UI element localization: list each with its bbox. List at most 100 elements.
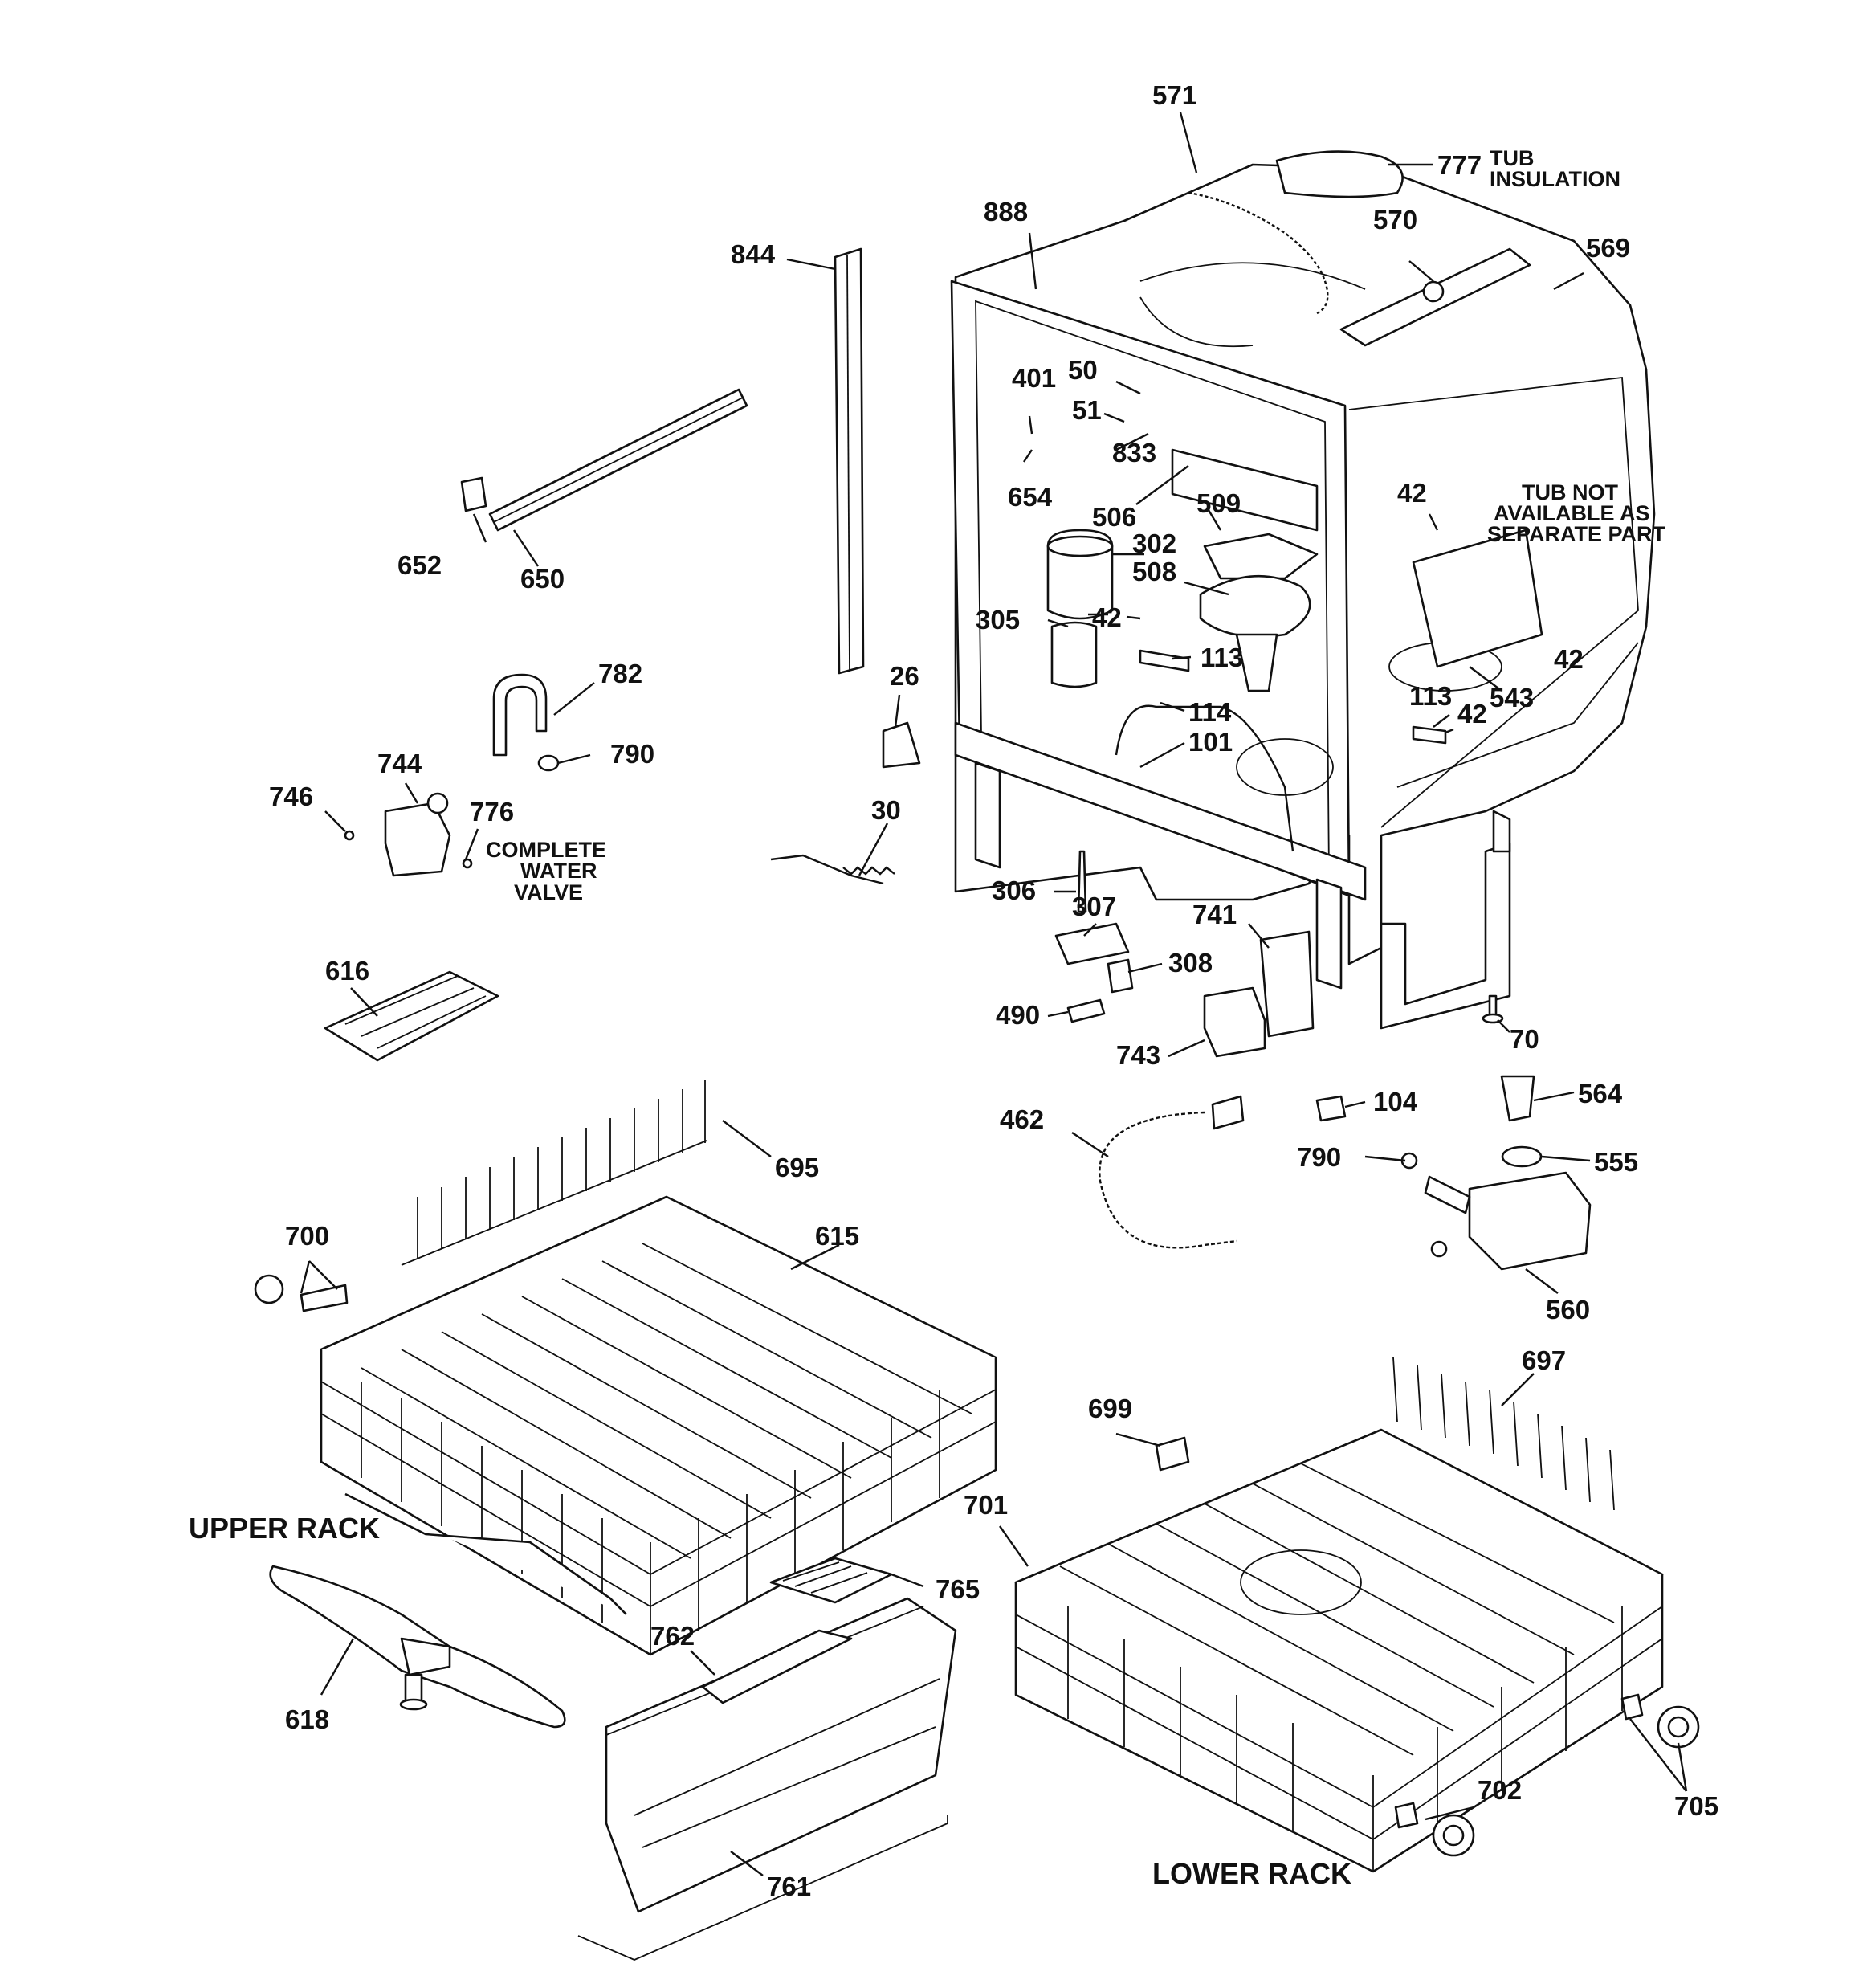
callout-113-b: 113 xyxy=(1409,681,1452,711)
callout-746: 746 xyxy=(269,782,313,811)
lower-rack-assembly xyxy=(1014,1357,1700,1873)
callout-26: 26 xyxy=(890,661,919,691)
callout-888: 888 xyxy=(984,197,1028,227)
callout-777: 777 xyxy=(1437,150,1482,180)
callout-labels: 571 777 888 570 569 844 401 50 51 833 65… xyxy=(269,80,1718,1901)
callout-555: 555 xyxy=(1594,1147,1638,1177)
callout-42-b: 42 xyxy=(1092,602,1122,632)
part-104 xyxy=(1315,1095,1347,1122)
switch-307 xyxy=(1054,922,1130,965)
callout-705: 705 xyxy=(1674,1791,1718,1821)
o-ring-555 xyxy=(1501,1145,1543,1168)
callout-699: 699 xyxy=(1088,1394,1132,1423)
callout-564: 564 xyxy=(1578,1079,1623,1108)
callout-618: 618 xyxy=(285,1704,329,1734)
callout-104: 104 xyxy=(1373,1087,1418,1116)
callout-782: 782 xyxy=(598,659,642,688)
note-tub-insulation-2: INSULATION xyxy=(1490,167,1620,191)
callout-306: 306 xyxy=(992,876,1036,905)
upper-rack-wires xyxy=(320,1243,997,1631)
callout-560: 560 xyxy=(1546,1295,1590,1325)
box-743 xyxy=(1203,986,1266,1058)
callout-302: 302 xyxy=(1132,529,1176,558)
door-spring xyxy=(770,854,884,885)
callout-652: 652 xyxy=(397,550,442,580)
clip-699 xyxy=(1155,1436,1190,1472)
section-titles: UPPER RACK LOWER RACK xyxy=(189,1512,1351,1890)
clip-26 xyxy=(882,721,921,769)
callout-697: 697 xyxy=(1522,1345,1566,1375)
bolt-306 xyxy=(1077,850,1087,913)
callout-761: 761 xyxy=(767,1872,811,1901)
bracket-741 xyxy=(1259,930,1315,1038)
door-gasket-strip xyxy=(834,247,865,675)
leader-lines xyxy=(300,112,1688,1876)
callout-51: 51 xyxy=(1072,395,1102,425)
callout-615: 615 xyxy=(815,1221,859,1251)
callout-654: 654 xyxy=(1008,482,1053,512)
silverware-basket xyxy=(605,1597,957,1913)
callout-401: 401 xyxy=(1012,363,1056,393)
callout-101: 101 xyxy=(1188,727,1233,757)
callout-543: 543 xyxy=(1490,683,1534,712)
callout-765: 765 xyxy=(936,1574,980,1604)
callout-741: 741 xyxy=(1192,900,1237,929)
leveling-leg xyxy=(1488,994,1498,1018)
drain-hose xyxy=(1099,1111,1237,1249)
pump-560 xyxy=(1468,1171,1592,1271)
callout-42-d: 42 xyxy=(1457,699,1487,729)
callout-308: 308 xyxy=(1168,948,1213,978)
clip-652 xyxy=(460,476,487,512)
callout-508: 508 xyxy=(1132,557,1176,586)
callout-114: 114 xyxy=(1188,697,1232,727)
callout-833: 833 xyxy=(1112,438,1156,467)
lower-rack-title: LOWER RACK xyxy=(1152,1857,1351,1890)
callout-701: 701 xyxy=(964,1490,1008,1520)
note-tub-1: TUB NOT xyxy=(1522,480,1618,504)
note-valve-2: WATER xyxy=(520,859,597,883)
manifold-616 xyxy=(324,970,499,1062)
note-tub-2: AVAILABLE AS xyxy=(1494,501,1650,525)
callout-776: 776 xyxy=(470,797,514,827)
note-valve-1: COMPLETE xyxy=(486,838,606,862)
callout-650: 650 xyxy=(520,564,565,594)
switch-308 xyxy=(1107,958,1134,994)
rack-roller-700 xyxy=(254,1274,284,1304)
callout-743: 743 xyxy=(1116,1040,1160,1070)
note-tub-3: SEPARATE PART xyxy=(1487,522,1666,546)
tub-assembly xyxy=(950,150,1656,1030)
callout-570: 570 xyxy=(1373,205,1417,235)
callout-509: 509 xyxy=(1196,488,1241,518)
upper-rack-assembly xyxy=(254,1080,997,1961)
note-valve-3: VALVE xyxy=(514,880,583,904)
diagram-notes: TUB INSULATION TUB NOT AVAILABLE AS SEPA… xyxy=(486,146,1666,904)
lower-rack-wires xyxy=(1015,1463,1663,1841)
callout-50: 50 xyxy=(1068,355,1098,385)
water-valve xyxy=(384,802,451,877)
callout-700: 700 xyxy=(285,1221,329,1251)
callout-844: 844 xyxy=(731,239,776,269)
callout-307: 307 xyxy=(1072,892,1116,921)
callout-762: 762 xyxy=(650,1621,695,1651)
loose-parts xyxy=(324,247,1592,1271)
callout-702: 702 xyxy=(1478,1775,1522,1805)
callout-462: 462 xyxy=(1000,1104,1044,1134)
note-tub-insulation-1: TUB xyxy=(1490,146,1535,170)
callout-42-a: 42 xyxy=(1397,478,1427,508)
fill-hose-782 xyxy=(492,673,548,757)
callout-569: 569 xyxy=(1586,233,1630,263)
clamp-790 xyxy=(537,754,560,772)
callout-744: 744 xyxy=(377,749,422,778)
tine-row-697 xyxy=(1392,1357,1615,1511)
part-564 xyxy=(1500,1075,1535,1122)
callout-305: 305 xyxy=(976,605,1020,635)
callout-490: 490 xyxy=(996,1000,1040,1030)
callout-695: 695 xyxy=(775,1153,819,1182)
callout-113-a: 113 xyxy=(1201,643,1243,672)
upper-rack-title: UPPER RACK xyxy=(189,1512,380,1545)
callout-506: 506 xyxy=(1092,502,1136,532)
callout-616: 616 xyxy=(325,956,369,986)
callout-42-c: 42 xyxy=(1554,644,1584,674)
callout-790-b: 790 xyxy=(1297,1142,1341,1172)
